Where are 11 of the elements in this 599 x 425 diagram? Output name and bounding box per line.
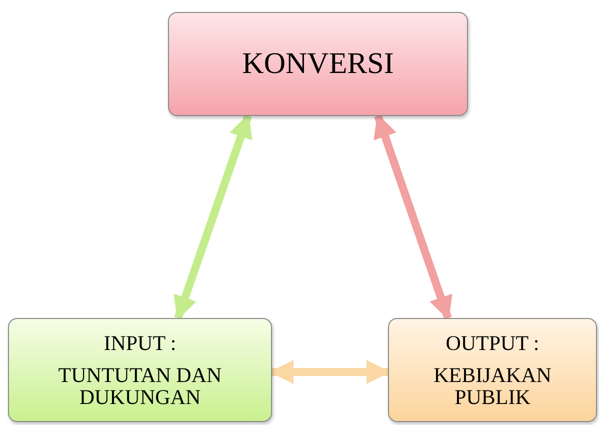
box-text: KEBIJAKAN PUBLIK (432, 364, 552, 408)
box-heading: KONVERSI (242, 48, 394, 80)
double-arrow (374, 114, 452, 320)
box-heading: INPUT : (104, 332, 176, 354)
rounded-box (388, 318, 597, 422)
double-arrow (174, 114, 252, 320)
rounded-box (168, 12, 468, 116)
box-text: TUNTUTAN DAN DUKUNGAN (57, 364, 223, 408)
box-heading: OUTPUT : (446, 332, 540, 354)
double-arrow (270, 360, 390, 384)
rounded-box (8, 318, 272, 422)
